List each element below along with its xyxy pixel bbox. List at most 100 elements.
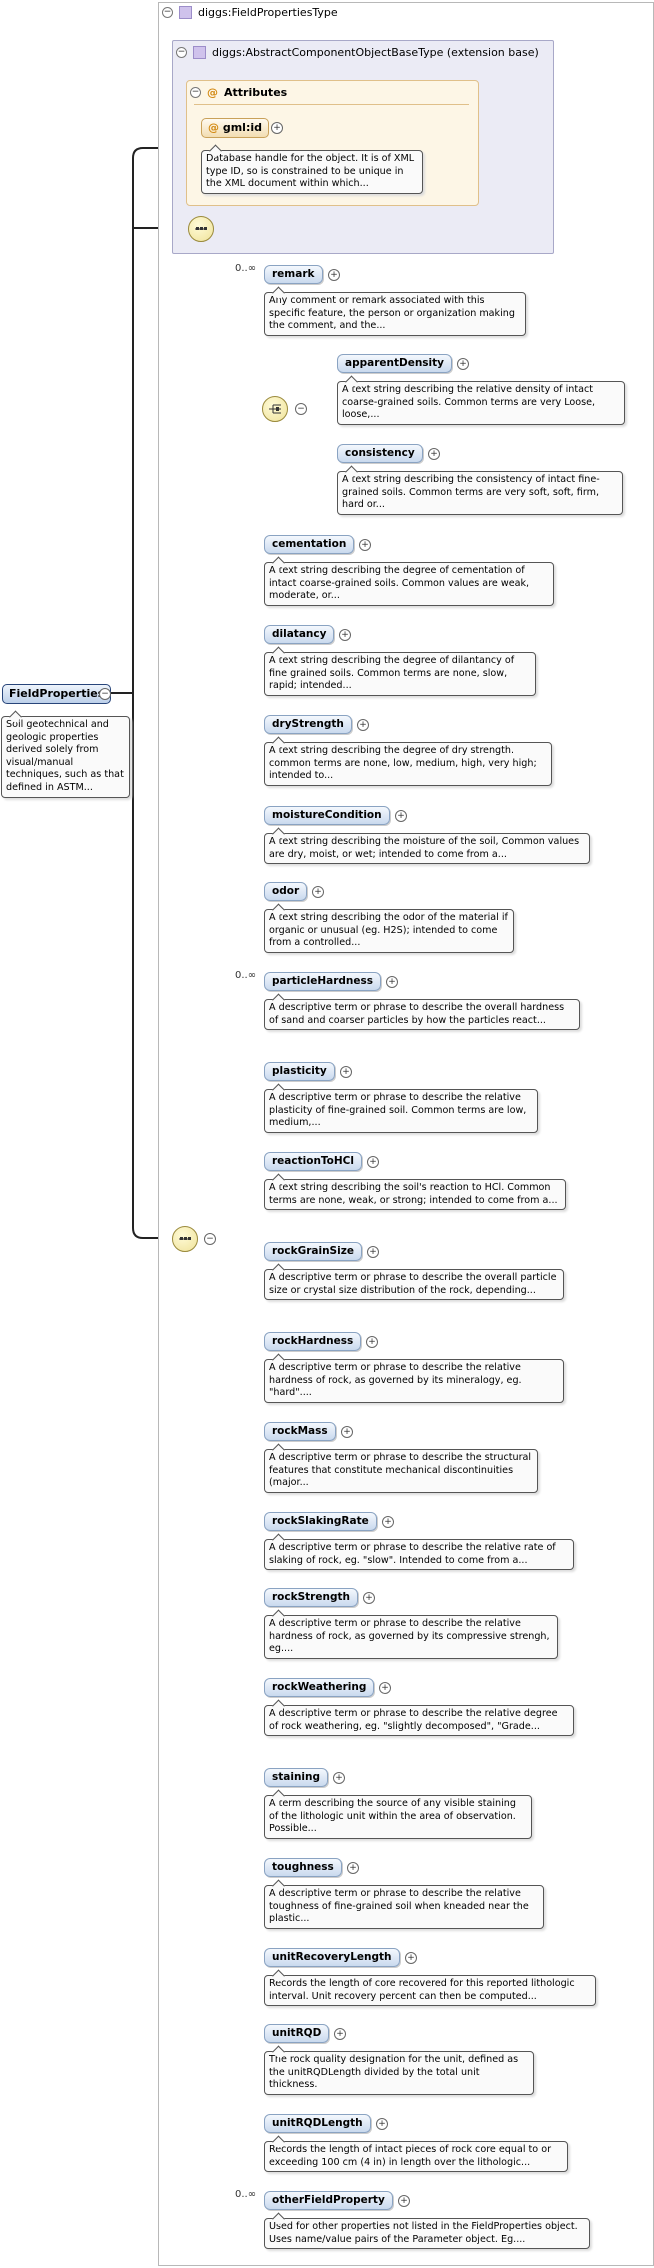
element-node-unitRecoveryLength[interactable]: unitRecoveryLength — [264, 1948, 400, 1967]
element-description: The rock quality designation for the uni… — [264, 2051, 534, 2095]
element-node-rockGrainSize[interactable]: rockGrainSize — [264, 1242, 362, 1261]
element-description: A descriptive term or phrase to describe… — [264, 1359, 564, 1403]
gml-id-connector — [132, 147, 201, 693]
collapse-icon[interactable]: − — [99, 688, 111, 700]
plus-circle-icon[interactable]: + — [312, 886, 324, 898]
attributes-label: Attributes — [224, 86, 288, 99]
element-description: A text string describing the moisture of… — [264, 833, 590, 865]
multiplicity-label: 0..∞ — [235, 970, 257, 981]
gml-id-description: Database handle for the object. It is of… — [201, 150, 423, 194]
element-description: A descriptive term or phrase to describe… — [264, 1705, 574, 1737]
element-node-consistency[interactable]: consistency — [337, 444, 423, 463]
sequence-compositor-icon[interactable] — [188, 216, 214, 242]
gml-id-attribute[interactable]: @ gml:id — [201, 118, 269, 138]
plus-circle-icon[interactable]: + — [359, 539, 371, 551]
plus-circle-icon[interactable]: + — [382, 1516, 394, 1528]
collapse-icon[interactable]: − — [190, 87, 201, 98]
complex-type-icon — [193, 46, 206, 59]
plus-circle-icon[interactable]: + — [341, 1426, 353, 1438]
type-header: − diggs:FieldPropertiesType — [162, 6, 338, 19]
plus-circle-icon[interactable]: + — [367, 1246, 379, 1258]
element-node-plasticity[interactable]: plasticity — [264, 1062, 335, 1081]
element-description: A descriptive term or phrase to describe… — [264, 1885, 544, 1929]
element-description: Records the length of core recovered for… — [264, 1975, 596, 2007]
element-node-unitRQDLength[interactable]: unitRQDLength — [264, 2114, 371, 2133]
plus-circle-icon[interactable]: + — [357, 719, 369, 731]
collapse-icon[interactable]: − — [162, 7, 173, 18]
plus-circle-icon[interactable]: + — [328, 269, 340, 281]
element-description: A text string describing the degree of d… — [264, 742, 552, 786]
plus-circle-icon[interactable]: + — [333, 1772, 345, 1784]
element-node-otherFieldProperty[interactable]: otherFieldProperty — [264, 2191, 393, 2210]
element-node-remark[interactable]: remark — [264, 265, 323, 284]
element-node-rockWeathering[interactable]: rockWeathering — [264, 1678, 375, 1697]
element-node-staining[interactable]: staining — [264, 1768, 329, 1787]
plus-circle-icon[interactable]: + — [340, 1066, 352, 1078]
plus-circle-icon[interactable]: + — [334, 2028, 346, 2040]
plus-circle-icon[interactable]: + — [347, 1862, 359, 1874]
plus-circle-icon[interactable]: + — [398, 2195, 410, 2207]
element-description: A descriptive term or phrase to describe… — [264, 999, 580, 1031]
plus-circle-icon[interactable]: + — [379, 1682, 391, 1694]
extension-label: diggs:AbstractComponentObjectBaseType (e… — [212, 46, 539, 59]
plus-circle-icon[interactable]: + — [367, 1156, 379, 1168]
plus-circle-icon[interactable]: + — [386, 976, 398, 988]
element-node-toughness[interactable]: toughness — [264, 1858, 342, 1877]
attributes-header: − @ Attributes — [190, 86, 287, 99]
element-node-rockStrength[interactable]: rockStrength — [264, 1588, 358, 1607]
collapse-icon[interactable]: − — [295, 403, 307, 415]
element-node-odor[interactable]: odor — [264, 882, 308, 901]
element-description: A text string describing the soil's reac… — [264, 1179, 566, 1211]
plus-circle-icon[interactable]: + — [428, 448, 440, 460]
element-description: A descriptive term or phrase to describe… — [264, 1615, 558, 1659]
element-description: Used for other properties not listed in … — [264, 2218, 590, 2250]
element-description: A text string describing the relative de… — [337, 381, 625, 425]
element-node-dilatancy[interactable]: dilatancy — [264, 625, 335, 644]
element-node-rockMass[interactable]: rockMass — [264, 1422, 336, 1441]
element-description: A text string describing the degree of d… — [264, 652, 536, 696]
root-element-field-properties[interactable]: FieldProperties — [2, 684, 112, 704]
element-description: A descriptive term or phrase to describe… — [264, 1449, 538, 1493]
element-description: A text string describing the odor of the… — [264, 909, 514, 953]
element-description: A text string describing the consistency… — [337, 471, 623, 515]
attribute-at-icon: @ — [207, 86, 218, 99]
plus-circle-icon[interactable]: + — [363, 1592, 375, 1604]
plus-circle-icon[interactable]: + — [457, 358, 469, 370]
element-node-rockHardness[interactable]: rockHardness — [264, 1332, 362, 1351]
element-node-unitRQD[interactable]: unitRQD — [264, 2024, 330, 2043]
root-description: Soil geotechnical and geologic propertie… — [1, 716, 130, 798]
element-node-apparentDensity[interactable]: apparentDensity — [337, 354, 453, 373]
plus-circle-icon[interactable]: + — [366, 1336, 378, 1348]
element-node-rockSlakingRate[interactable]: rockSlakingRate — [264, 1512, 377, 1531]
attribute-at-icon: @ — [208, 121, 219, 134]
plus-circle-icon[interactable]: + — [395, 810, 407, 822]
element-node-reactionToHCl[interactable]: reactionToHCl — [264, 1152, 362, 1171]
element-description: A descriptive term or phrase to describe… — [264, 1539, 574, 1571]
plus-circle-icon[interactable]: + — [339, 629, 351, 641]
element-node-dryStrength[interactable]: dryStrength — [264, 715, 352, 734]
multiplicity-label: 0..∞ — [235, 263, 257, 274]
gml-id-label: gml:id — [222, 121, 262, 134]
plus-circle-icon[interactable]: + — [376, 2118, 388, 2130]
collapse-icon[interactable]: − — [176, 47, 187, 58]
root-label: FieldProperties — [9, 687, 105, 700]
type-header-label: diggs:FieldPropertiesType — [198, 6, 338, 19]
collapse-icon[interactable]: − — [204, 1233, 216, 1245]
multiplicity-label: 0..∞ — [235, 2189, 257, 2200]
sequence-compositor-icon[interactable] — [172, 1226, 198, 1252]
element-node-cementation[interactable]: cementation — [264, 535, 355, 554]
element-description: A text string describing the degree of c… — [264, 562, 554, 606]
element-description: A term describing the source of any visi… — [264, 1795, 532, 1839]
element-description: A descriptive term or phrase to describe… — [264, 1089, 538, 1133]
element-description: Records the length of intact pieces of r… — [264, 2141, 568, 2173]
attributes-divider — [194, 104, 469, 105]
choice-compositor-icon[interactable] — [262, 396, 288, 422]
sequence-connector — [132, 693, 172, 1239]
element-node-particleHardness[interactable]: particleHardness — [264, 972, 382, 991]
plus-circle-icon[interactable]: + — [405, 1952, 417, 1964]
element-node-moistureCondition[interactable]: moistureCondition — [264, 806, 390, 825]
extension-header: − diggs:AbstractComponentObjectBaseType … — [176, 46, 539, 59]
element-description: Any comment or remark associated with th… — [264, 292, 526, 336]
element-description: A descriptive term or phrase to describe… — [264, 1269, 564, 1301]
plus-circle-icon[interactable]: + — [271, 122, 283, 134]
